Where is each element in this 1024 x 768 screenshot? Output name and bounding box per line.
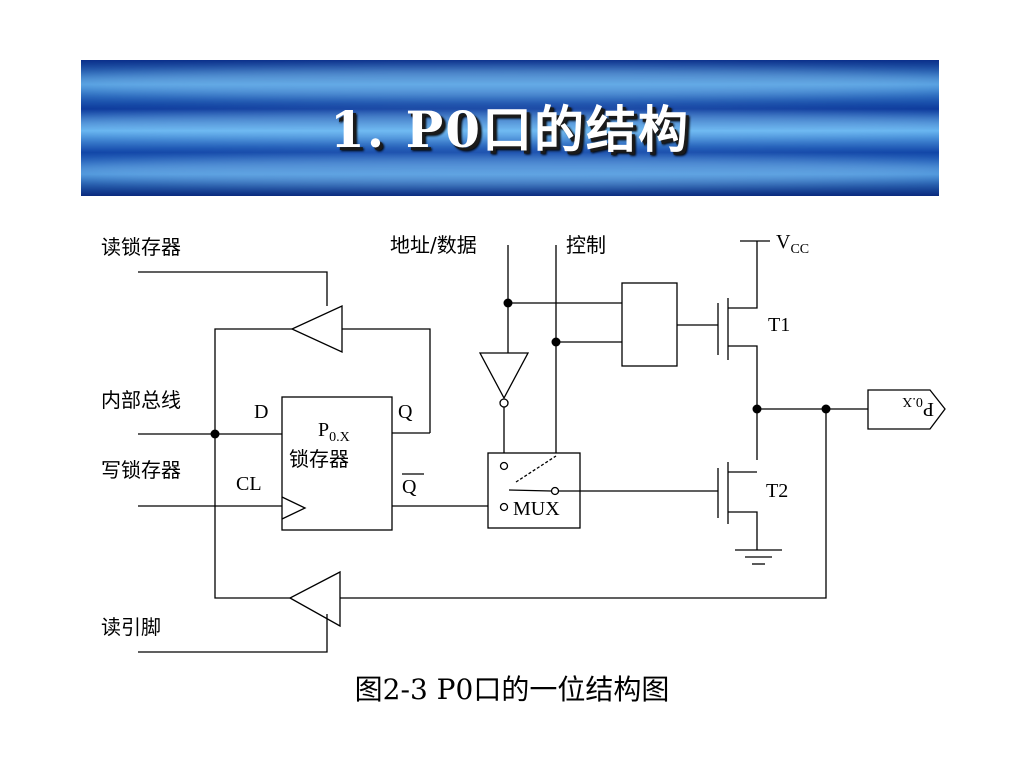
cl-input-label: CL [236, 473, 262, 495]
d-input-label: D [254, 401, 268, 423]
latch-name-p0x: P0.X [318, 419, 350, 445]
t2-label: T2 [766, 480, 788, 502]
read-pin-label: 读引脚 [101, 615, 161, 639]
address-data-label: 地址/数据 [390, 233, 477, 257]
p0x-latch-box [281, 396, 393, 531]
control-label: 控制 [566, 233, 606, 257]
read-pin-buffer [288, 570, 341, 628]
q-output-label: Q [398, 401, 413, 423]
vcc-label: VCC [776, 231, 809, 257]
write-latch-label: 写锁存器 [101, 458, 181, 482]
page-title: 1. P0口的结构 [330, 100, 690, 159]
qbar-output-label: Q [402, 476, 417, 498]
pin-label: P0.X [902, 394, 934, 420]
and-gate [621, 282, 678, 367]
inverter [478, 352, 530, 400]
internal-bus-label: 内部总线 [101, 388, 181, 412]
read-latch-label: 读锁存器 [101, 235, 181, 259]
latch-name: 锁存器 [289, 447, 349, 471]
mux-label: MUX [513, 498, 560, 520]
title-banner: 1. P0口的结构 [81, 60, 939, 196]
figure-caption: 图2-3 P0口的一位结构图 [354, 673, 670, 706]
read-latch-buffer [290, 304, 343, 354]
pin-p0x [867, 389, 946, 430]
t1-label: T1 [768, 314, 790, 336]
